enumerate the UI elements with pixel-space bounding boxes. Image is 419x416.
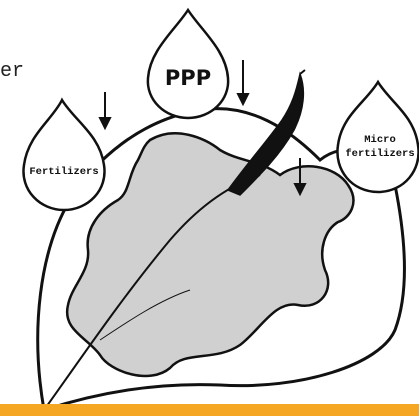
- cropped-text: er: [0, 60, 24, 83]
- ppp-drop: [148, 10, 228, 118]
- micro-fertilizers-label: Micro fertilizers: [340, 133, 419, 161]
- fertilizers-drop: [23, 100, 104, 210]
- micro-label-line2: fertilizers: [340, 147, 419, 161]
- fertilizers-label: Fertilizers: [14, 166, 114, 178]
- arrow-left: [100, 92, 110, 128]
- arrow-center: [238, 60, 248, 104]
- accent-bar: [0, 404, 419, 416]
- stem-groove: [300, 70, 305, 74]
- ppp-label: PPP: [148, 66, 228, 90]
- micro-label-line1: Micro: [340, 133, 419, 147]
